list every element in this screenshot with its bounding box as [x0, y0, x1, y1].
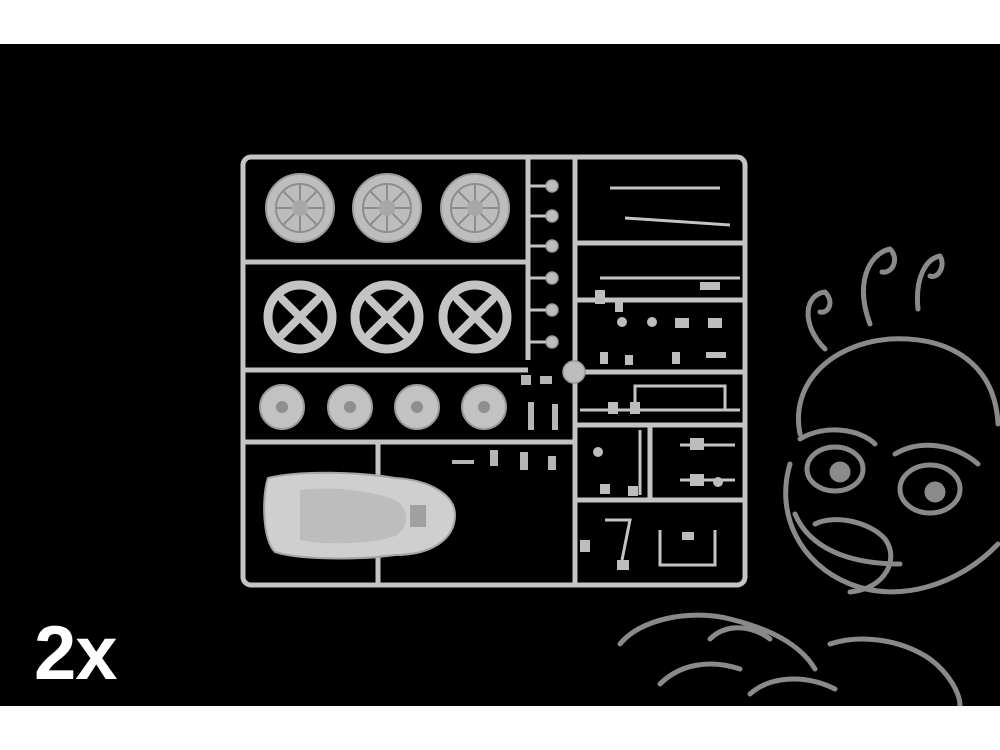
sprue-frame-icon — [240, 154, 748, 588]
kit-quantity-label: 2x — [34, 611, 118, 696]
product-photo: 2x — [0, 44, 1000, 706]
mascot-logo-watermark-icon — [617, 246, 1000, 706]
